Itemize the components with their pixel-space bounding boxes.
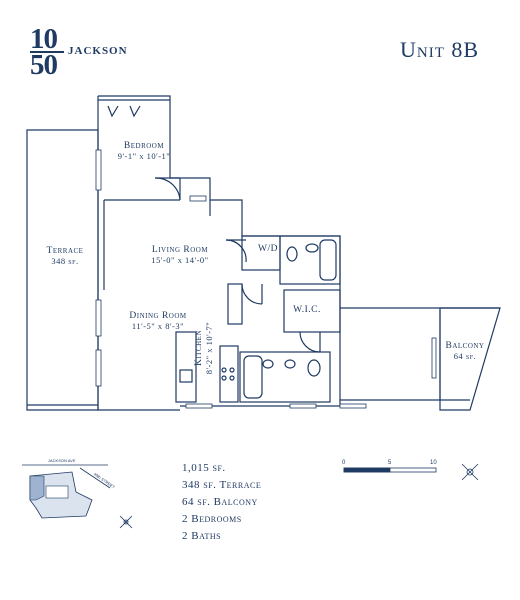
brand-logo: 10 50 — [30, 23, 58, 81]
room-dimension: 64 sf. — [453, 351, 477, 361]
room-name: Dining Room — [129, 311, 187, 321]
room-name: Living Room — [151, 245, 209, 255]
room-label-balcony: Balcony 64 sf. — [440, 341, 490, 361]
unit-specs: 1,015 sf. 348 sf. Terrace 64 sf. Balcony… — [182, 460, 261, 545]
room-name: Terrace — [46, 246, 84, 256]
logo-divider — [30, 51, 64, 53]
room-label-wic: W.I.C. — [293, 305, 321, 315]
room-name: Balcony — [445, 341, 485, 351]
room-dimension: 348 sf. — [51, 256, 79, 266]
room-dimension: 15'-0" x 14'-0" — [151, 255, 209, 265]
scale-label-0: 0 — [342, 460, 346, 466]
unit-title: Unit 8B — [400, 37, 480, 62]
logo-wordmark: JACKSON — [68, 45, 128, 57]
room-label-terrace: Terrace 348 sf. — [35, 246, 95, 266]
spec-bedrooms: 2 Bedrooms — [182, 513, 242, 525]
room-label-wd: W/D — [258, 244, 278, 254]
scale-label-5: 5 — [388, 460, 392, 466]
room-label-dining: Dining Room 11'-5" x 8'-3" — [113, 311, 203, 331]
spec-total-area: 1,015 sf. — [182, 462, 226, 474]
logo-number-bottom: 50 — [30, 49, 58, 81]
room-dimension: 9'-1" x 10'-1" — [117, 151, 171, 161]
key-compass-icon — [119, 515, 133, 529]
spec-baths: 2 Baths — [182, 530, 222, 542]
room-dimension: 11'-5" x 8'-3" — [131, 321, 185, 331]
compass-icon — [461, 463, 479, 481]
room-label-living: Living Room 15'-0" x 14'-0" — [130, 245, 230, 265]
spec-balcony: 64 sf. Balcony — [182, 496, 258, 508]
key-street-label: JACKSON AVE — [48, 458, 76, 463]
room-label-bedroom: Bedroom 9'-1" x 10'-1" — [108, 141, 180, 161]
room-name: Bedroom — [123, 141, 165, 151]
spec-terrace: 348 sf. Terrace — [182, 479, 262, 491]
logo-number-top: 10 — [30, 23, 58, 55]
scale-label-10: 10 — [430, 460, 437, 466]
